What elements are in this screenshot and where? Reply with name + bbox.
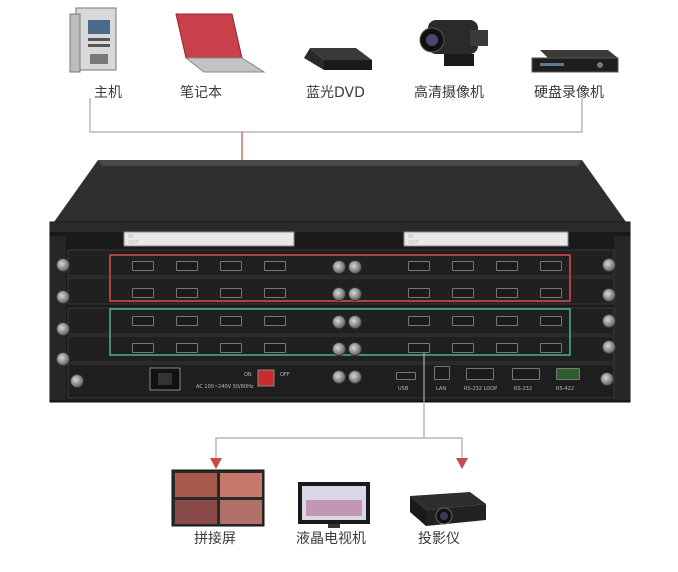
hdmi-port [264,288,286,298]
bnc-connector [332,260,346,274]
hdmi-port [540,261,562,271]
hdmi-port [220,316,242,326]
usb-port [396,372,416,380]
panel-screw [56,258,70,272]
hdmi-port [264,261,286,271]
projector-icon [410,492,486,526]
in-label-right: IN [408,234,414,240]
hdmi-port [264,343,286,353]
hdmi-port [408,261,430,271]
rs422-terminal [556,368,580,380]
hdmi-port [408,288,430,298]
panel-screw [602,314,616,328]
lcd-tv-icon [298,482,370,528]
hdmi-port [132,316,154,326]
in-label-left: IN [128,234,134,240]
bnc-connector [332,370,346,384]
bluray-dvd-icon [304,48,372,70]
laptop-icon [175,13,266,73]
input-label-camcorder: 高清摄像机 [414,85,484,101]
input-label-laptop: 笔记本 [180,85,222,101]
hdmi-port [452,316,474,326]
switch-off-label: OFF [280,372,290,378]
output-arrow-left [210,458,222,469]
camcorder-icon [419,20,488,66]
rs232-label: RS-232 [514,386,532,392]
rs232-port [512,368,540,380]
hdmi-port [132,288,154,298]
panel-screw [602,340,616,354]
panel-screw [70,374,84,388]
hdmi-port [496,343,518,353]
hdmi-port [452,288,474,298]
hdmi-port [496,316,518,326]
dvr-icon [531,50,619,73]
hdmi-port [452,343,474,353]
bnc-connector [332,315,346,329]
bnc-connector [332,342,346,356]
output-arrow-right [456,458,468,469]
lan-label: LAN [436,386,447,392]
hdmi-port [452,261,474,271]
hdmi-port [540,288,562,298]
hdmi-port [176,316,198,326]
pc-tower-icon [69,7,117,73]
hdmi-port [496,261,518,271]
output-bus-line [215,437,463,462]
rs232-loop-port [466,368,494,380]
input-bus-line [89,98,583,133]
hdmi-port [220,343,242,353]
hdmi-port [540,316,562,326]
out-label-right: OUT [408,240,419,246]
bnc-connector [348,342,362,356]
hdmi-port [132,261,154,271]
video-wall-icon [171,469,265,527]
bnc-connector [348,370,362,384]
hdmi-port [408,343,430,353]
hdmi-port [132,343,154,353]
output-label-video-wall: 拼接屏 [194,531,236,547]
bnc-connector [348,260,362,274]
panel-screw [602,288,616,302]
output-label-lcd-tv: 液晶电视机 [296,531,366,547]
lan-port [434,366,450,380]
hdmi-port [264,316,286,326]
hdmi-port [496,288,518,298]
input-label-dvr: 硬盘录像机 [534,85,604,101]
bnc-connector [348,287,362,301]
output-label-projector: 投影仪 [418,531,460,547]
chassis-top [54,160,626,222]
input-label-bluray: 蓝光DVD [306,85,365,101]
panel-screw [56,322,70,336]
panel-screw [600,372,614,386]
bnc-connector [332,287,346,301]
panel-screw [602,258,616,272]
hdmi-port [176,261,198,271]
hdmi-port [176,288,198,298]
panel-screw [56,352,70,366]
switch-on-label: ON [244,372,252,378]
hdmi-port [176,343,198,353]
rs422-label: RS-422 [556,386,574,392]
usb-label: USB [398,386,409,392]
panel-screw [56,290,70,304]
out-label-left: OUT [128,240,139,246]
bnc-connector [348,315,362,329]
power-switch [257,369,275,387]
hdmi-port [408,316,430,326]
power-rating-label: AC 100~240V 50/60Hz [196,384,254,390]
hdmi-port [220,288,242,298]
rs232-loop-label: RS-232 LOOP [464,386,498,392]
input-group-frame [109,254,571,302]
input-label-pc: 主机 [94,85,122,101]
hdmi-port [540,343,562,353]
hdmi-port [220,261,242,271]
